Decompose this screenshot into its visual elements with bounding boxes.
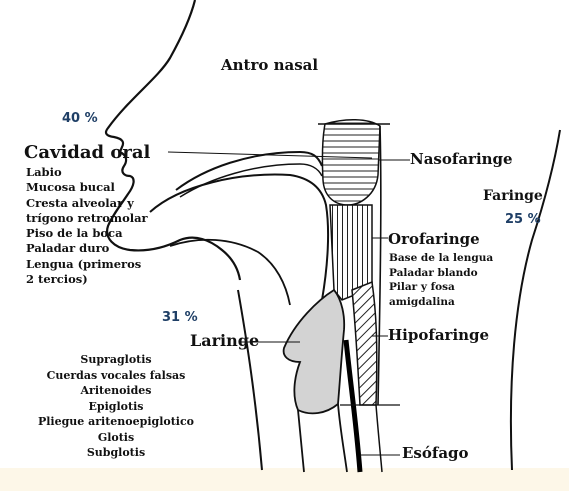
cavidad-oral-item: Piso de la boca: [26, 226, 148, 241]
neck-back-outline: [511, 130, 560, 470]
cavidad-oral-item: 2 tercios): [26, 272, 148, 287]
larynx-region: [284, 290, 345, 413]
percent-cavidad-oral: 40 %: [62, 111, 98, 126]
label-esofago: Esófago: [402, 444, 469, 462]
cavidad-oral-item: Mucosa bucal: [26, 180, 148, 195]
laringe-item: Pliegue aritenoepiglotico: [0, 414, 232, 430]
cavidad-oral-item: Labio: [26, 165, 148, 180]
tongue-outline: [150, 175, 328, 300]
hypopharynx-region: [352, 282, 377, 405]
laringe-item: Glotis: [0, 430, 232, 446]
orofaringe-item: Paladar blando: [389, 266, 493, 281]
laringe-item: Epiglotis: [0, 399, 232, 415]
label-hipofaringe: Hipofaringe: [388, 326, 489, 344]
cavidad-oral-item: Lengua (primeros: [26, 257, 148, 272]
orofaringe-item: amigdalina: [389, 295, 493, 310]
label-faringe: Faringe: [483, 188, 543, 204]
orofaringe-item: Base de la lengua: [389, 251, 493, 266]
cavidad-oral-item: trígono retromolar: [26, 211, 148, 226]
label-cavidad-oral: Cavidad oral: [24, 142, 150, 163]
cavidad-oral-item: Cresta alveolar y: [26, 196, 148, 211]
orofaringe-item: Pilar y fosa: [389, 280, 493, 295]
label-laringe: Laringe: [190, 331, 259, 350]
laringe-item: Supraglotis: [0, 352, 232, 368]
percent-faringe: 25 %: [505, 212, 541, 227]
trachea-outline: [298, 410, 304, 472]
laringe-item: Cuerdas vocales falsas: [0, 368, 232, 384]
percent-laringe: 31 %: [162, 310, 198, 325]
laringe-item: Subglotis: [0, 445, 232, 461]
cavidad-oral-item: Paladar duro: [26, 241, 148, 256]
jaw-underside: [170, 240, 290, 305]
trachea-rear: [338, 404, 347, 472]
esophagus-rear: [376, 405, 382, 472]
neck-front-outline: [238, 290, 262, 470]
nasopharynx-region: [322, 120, 380, 205]
laringe-item: Aritenoides: [0, 383, 232, 399]
label-nasofaringe: Nasofaringe: [410, 150, 513, 168]
label-orofaringe: Orofaringe: [388, 230, 480, 248]
palate-outline: [176, 152, 322, 190]
label-antro-nasal: Antro nasal: [221, 56, 318, 74]
palate-inner: [180, 164, 322, 197]
